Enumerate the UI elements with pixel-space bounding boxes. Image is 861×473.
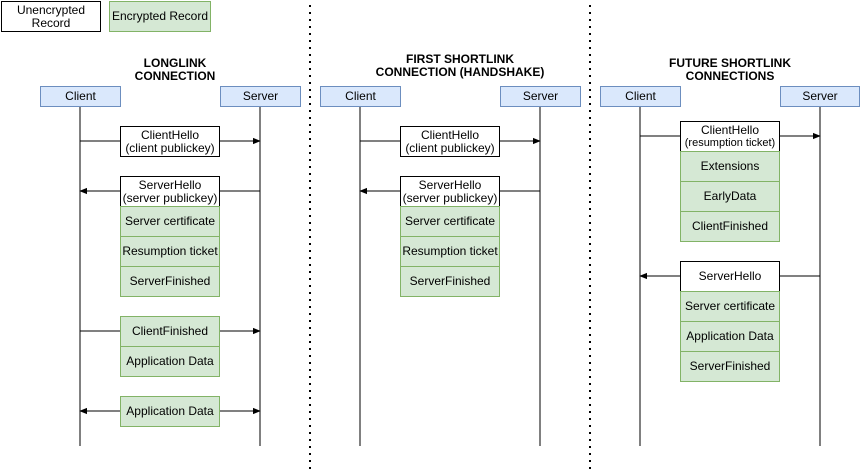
title-line: CONNECTIONS — [685, 69, 775, 83]
record-extensions: Extensions — [680, 151, 780, 182]
record-application-data: Application Data — [120, 346, 220, 377]
record-sublabel: (server publickey) — [122, 190, 218, 205]
record-label: ServerFinished — [129, 274, 211, 288]
section-title-first-shortlink: FIRST SHORTLINK CONNECTION (HANDSHAKE) — [360, 53, 560, 79]
record-label: Application Data — [686, 329, 774, 343]
actor-label: Server — [802, 89, 838, 103]
record-server-hello: ServerHello — [680, 261, 780, 292]
actor-label: Server — [522, 89, 559, 103]
actor-label: Client — [345, 89, 376, 103]
record-resumption-ticket: Resumption ticket — [120, 236, 220, 267]
actor-label: Client — [65, 89, 96, 103]
section-title-longlink: LONGLINK CONNECTION — [95, 57, 255, 83]
record-label: ClientHello — [140, 127, 200, 142]
record-label: ClientHello — [700, 122, 760, 137]
record-server-certificate: Server certificate — [680, 291, 780, 322]
record-label: Resumption ticket — [122, 244, 218, 258]
record-resumption-ticket: Resumption ticket — [400, 236, 500, 267]
record-label: Server certificate — [404, 214, 496, 228]
record-early-data: EarlyData — [680, 181, 780, 212]
record-label: Extensions — [700, 159, 760, 173]
record-label: Server certificate — [684, 299, 776, 313]
legend-encrypted-label: Encrypted Record — [111, 9, 209, 23]
actor-label: Client — [625, 89, 656, 103]
record-label: ClientFinished — [131, 324, 209, 338]
legend-encrypted: Encrypted Record — [109, 1, 211, 32]
title-line: CONNECTION (HANDSHAKE) — [375, 65, 545, 79]
legend-unencrypted: Unencrypted Record — [1, 1, 101, 32]
title-line: FUTURE SHORTLINK — [669, 56, 791, 70]
record-server-hello: ServerHello (server publickey) — [120, 176, 220, 207]
record-server-finished: ServerFinished — [680, 351, 780, 382]
record-sublabel: (client publickey) — [405, 140, 495, 155]
record-label: Application Data — [126, 354, 214, 368]
record-client-hello: ClientHello (client publickey) — [120, 126, 220, 157]
record-label: ServerHello — [138, 177, 202, 192]
actor-server: Server — [500, 86, 581, 107]
actor-server: Server — [220, 86, 301, 107]
record-label: ServerFinished — [689, 359, 771, 373]
record-server-hello: ServerHello (server publickey) — [400, 176, 500, 207]
record-label: ServerFinished — [409, 274, 491, 288]
record-server-certificate: Server certificate — [120, 206, 220, 237]
actor-client: Client — [320, 86, 401, 107]
record-server-certificate: Server certificate — [400, 206, 500, 237]
title-line: FIRST SHORTLINK — [406, 52, 514, 66]
record-label: ServerHello — [418, 177, 482, 192]
record-sublabel: (server publickey) — [402, 190, 498, 205]
record-client-finished: ClientFinished — [120, 316, 220, 347]
record-client-hello: ClientHello (resumption ticket) — [680, 121, 780, 152]
actor-server: Server — [780, 86, 860, 107]
legend-unencrypted-label: Unencrypted Record — [16, 2, 86, 30]
record-client-hello: ClientHello (client publickey) — [400, 126, 500, 157]
section-title-future-shortlink: FUTURE SHORTLINK CONNECTIONS — [640, 57, 820, 83]
actor-client: Client — [600, 86, 681, 107]
record-server-finished: ServerFinished — [400, 266, 500, 297]
record-application-data: Application Data — [680, 321, 780, 352]
record-sublabel: (resumption ticket) — [684, 136, 776, 149]
record-label: ClientFinished — [691, 219, 769, 233]
record-sublabel: (client publickey) — [125, 140, 215, 155]
record-server-finished: ServerFinished — [120, 266, 220, 297]
record-client-finished: ClientFinished — [680, 211, 780, 242]
record-label: Server certificate — [124, 214, 216, 228]
record-application-data: Application Data — [120, 396, 220, 427]
record-label: ServerHello — [698, 269, 762, 283]
record-label: Application Data — [126, 404, 214, 418]
record-label: Resumption ticket — [402, 244, 498, 258]
title-line: LONGLINK — [143, 56, 207, 70]
actor-label: Server — [242, 89, 279, 103]
record-label: EarlyData — [703, 189, 757, 203]
record-label: ClientHello — [420, 127, 480, 142]
title-line: CONNECTION — [134, 69, 216, 83]
actor-client: Client — [40, 86, 121, 107]
